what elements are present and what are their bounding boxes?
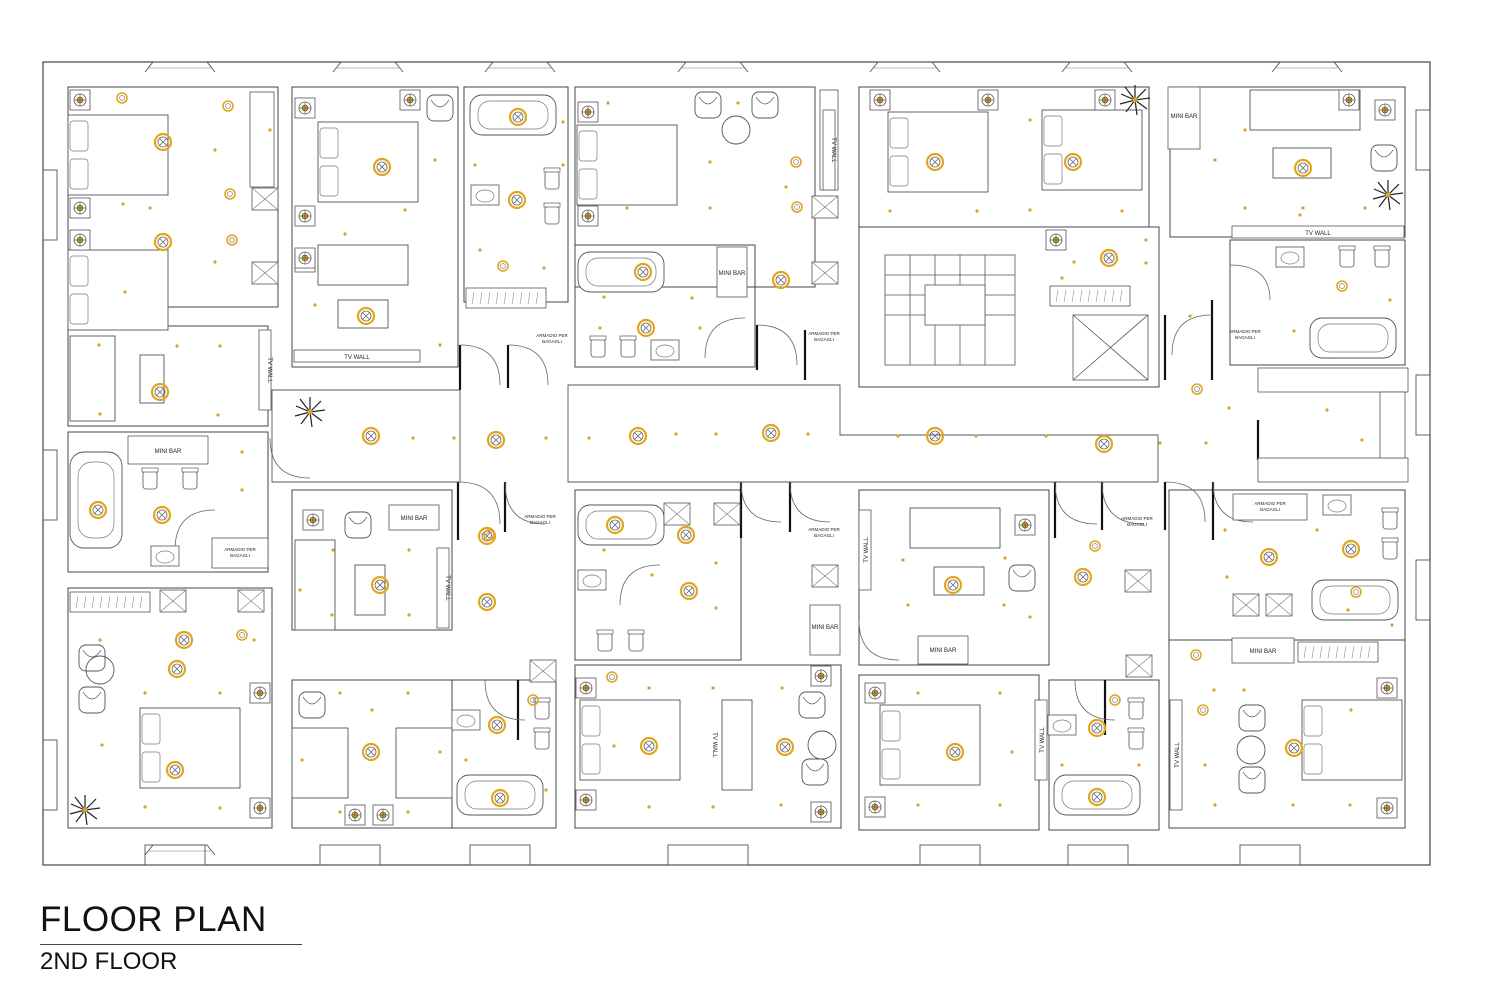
dots	[97, 101, 1394, 814]
armadio-label: BAGAGLI	[1235, 335, 1255, 340]
tv-wall-label: TV WALL	[344, 355, 370, 361]
armadio-label: ARMADIO PER	[224, 547, 256, 552]
tv-wall-label: TV WALL	[1040, 727, 1046, 753]
armadio-label: BAGAGLI	[1260, 507, 1280, 512]
door-swings	[174, 264, 1271, 721]
seating	[69, 89, 1398, 794]
armadio-label: ARMADIO PER	[1254, 501, 1286, 506]
mini-bar-label: MINI BAR	[719, 271, 746, 277]
wall-segments	[456, 300, 1260, 740]
mini-bar-label: MINI BAR	[930, 648, 957, 654]
armadio-label: BAGAGLI	[230, 553, 250, 558]
windows-bottom	[144, 844, 1301, 866]
armadio-label: ARMADIO PER	[808, 527, 840, 532]
armadio-label: BAGAGLI	[814, 337, 834, 342]
mini-bar-label: MINI BAR	[1171, 114, 1198, 120]
armadio-label: BAGAGLI	[1127, 522, 1147, 527]
mini-bar-label: MINI BAR	[401, 516, 428, 522]
mini-bar-label: MINI BAR	[812, 625, 839, 631]
beds	[67, 109, 1403, 799]
armadio-label: BAGAGLI	[814, 533, 834, 538]
tv-wall-label: TV WALL	[1305, 231, 1331, 237]
armadio-label: ARMADIO PER	[1229, 329, 1261, 334]
windows-top	[144, 61, 1343, 73]
page-subtitle: 2ND FLOOR	[40, 948, 178, 975]
armadio-label: BAGAGLI	[530, 520, 550, 525]
tv-wall-label: TV WALL	[1175, 742, 1181, 768]
staircase	[884, 254, 1149, 381]
armadio-label: ARMADIO PER	[524, 514, 556, 519]
page-title: FLOOR PLAN	[40, 900, 267, 939]
corridor	[271, 384, 1159, 483]
mini-bar-label: MINI BAR	[1250, 649, 1277, 655]
tv-wall-label: TV WALL	[711, 732, 717, 758]
tv-wall-label: TV WALL	[864, 537, 870, 563]
armadio-label: ARMADIO PER	[536, 333, 568, 338]
tv-wall-label: TV WALL	[444, 575, 450, 601]
bathtubs	[69, 94, 1399, 816]
mini-bar-label: MINI BAR	[155, 449, 182, 455]
windows-sides	[42, 109, 1431, 811]
tv-wall-label: TV WALL	[830, 137, 836, 163]
title-divider	[40, 944, 302, 945]
tv-wall-label: TV WALL	[266, 357, 272, 383]
room-labels: MINI BAR MINI BAR MINI BAR MINI BAR MINI…	[127, 86, 1405, 811]
armadio-label: BAGAGLI	[542, 339, 562, 344]
armadio-label: ARMADIO PER	[1121, 516, 1153, 521]
cabinets	[69, 89, 1409, 683]
armadio-label: ARMADIO PER	[808, 331, 840, 336]
tables	[139, 147, 1332, 791]
